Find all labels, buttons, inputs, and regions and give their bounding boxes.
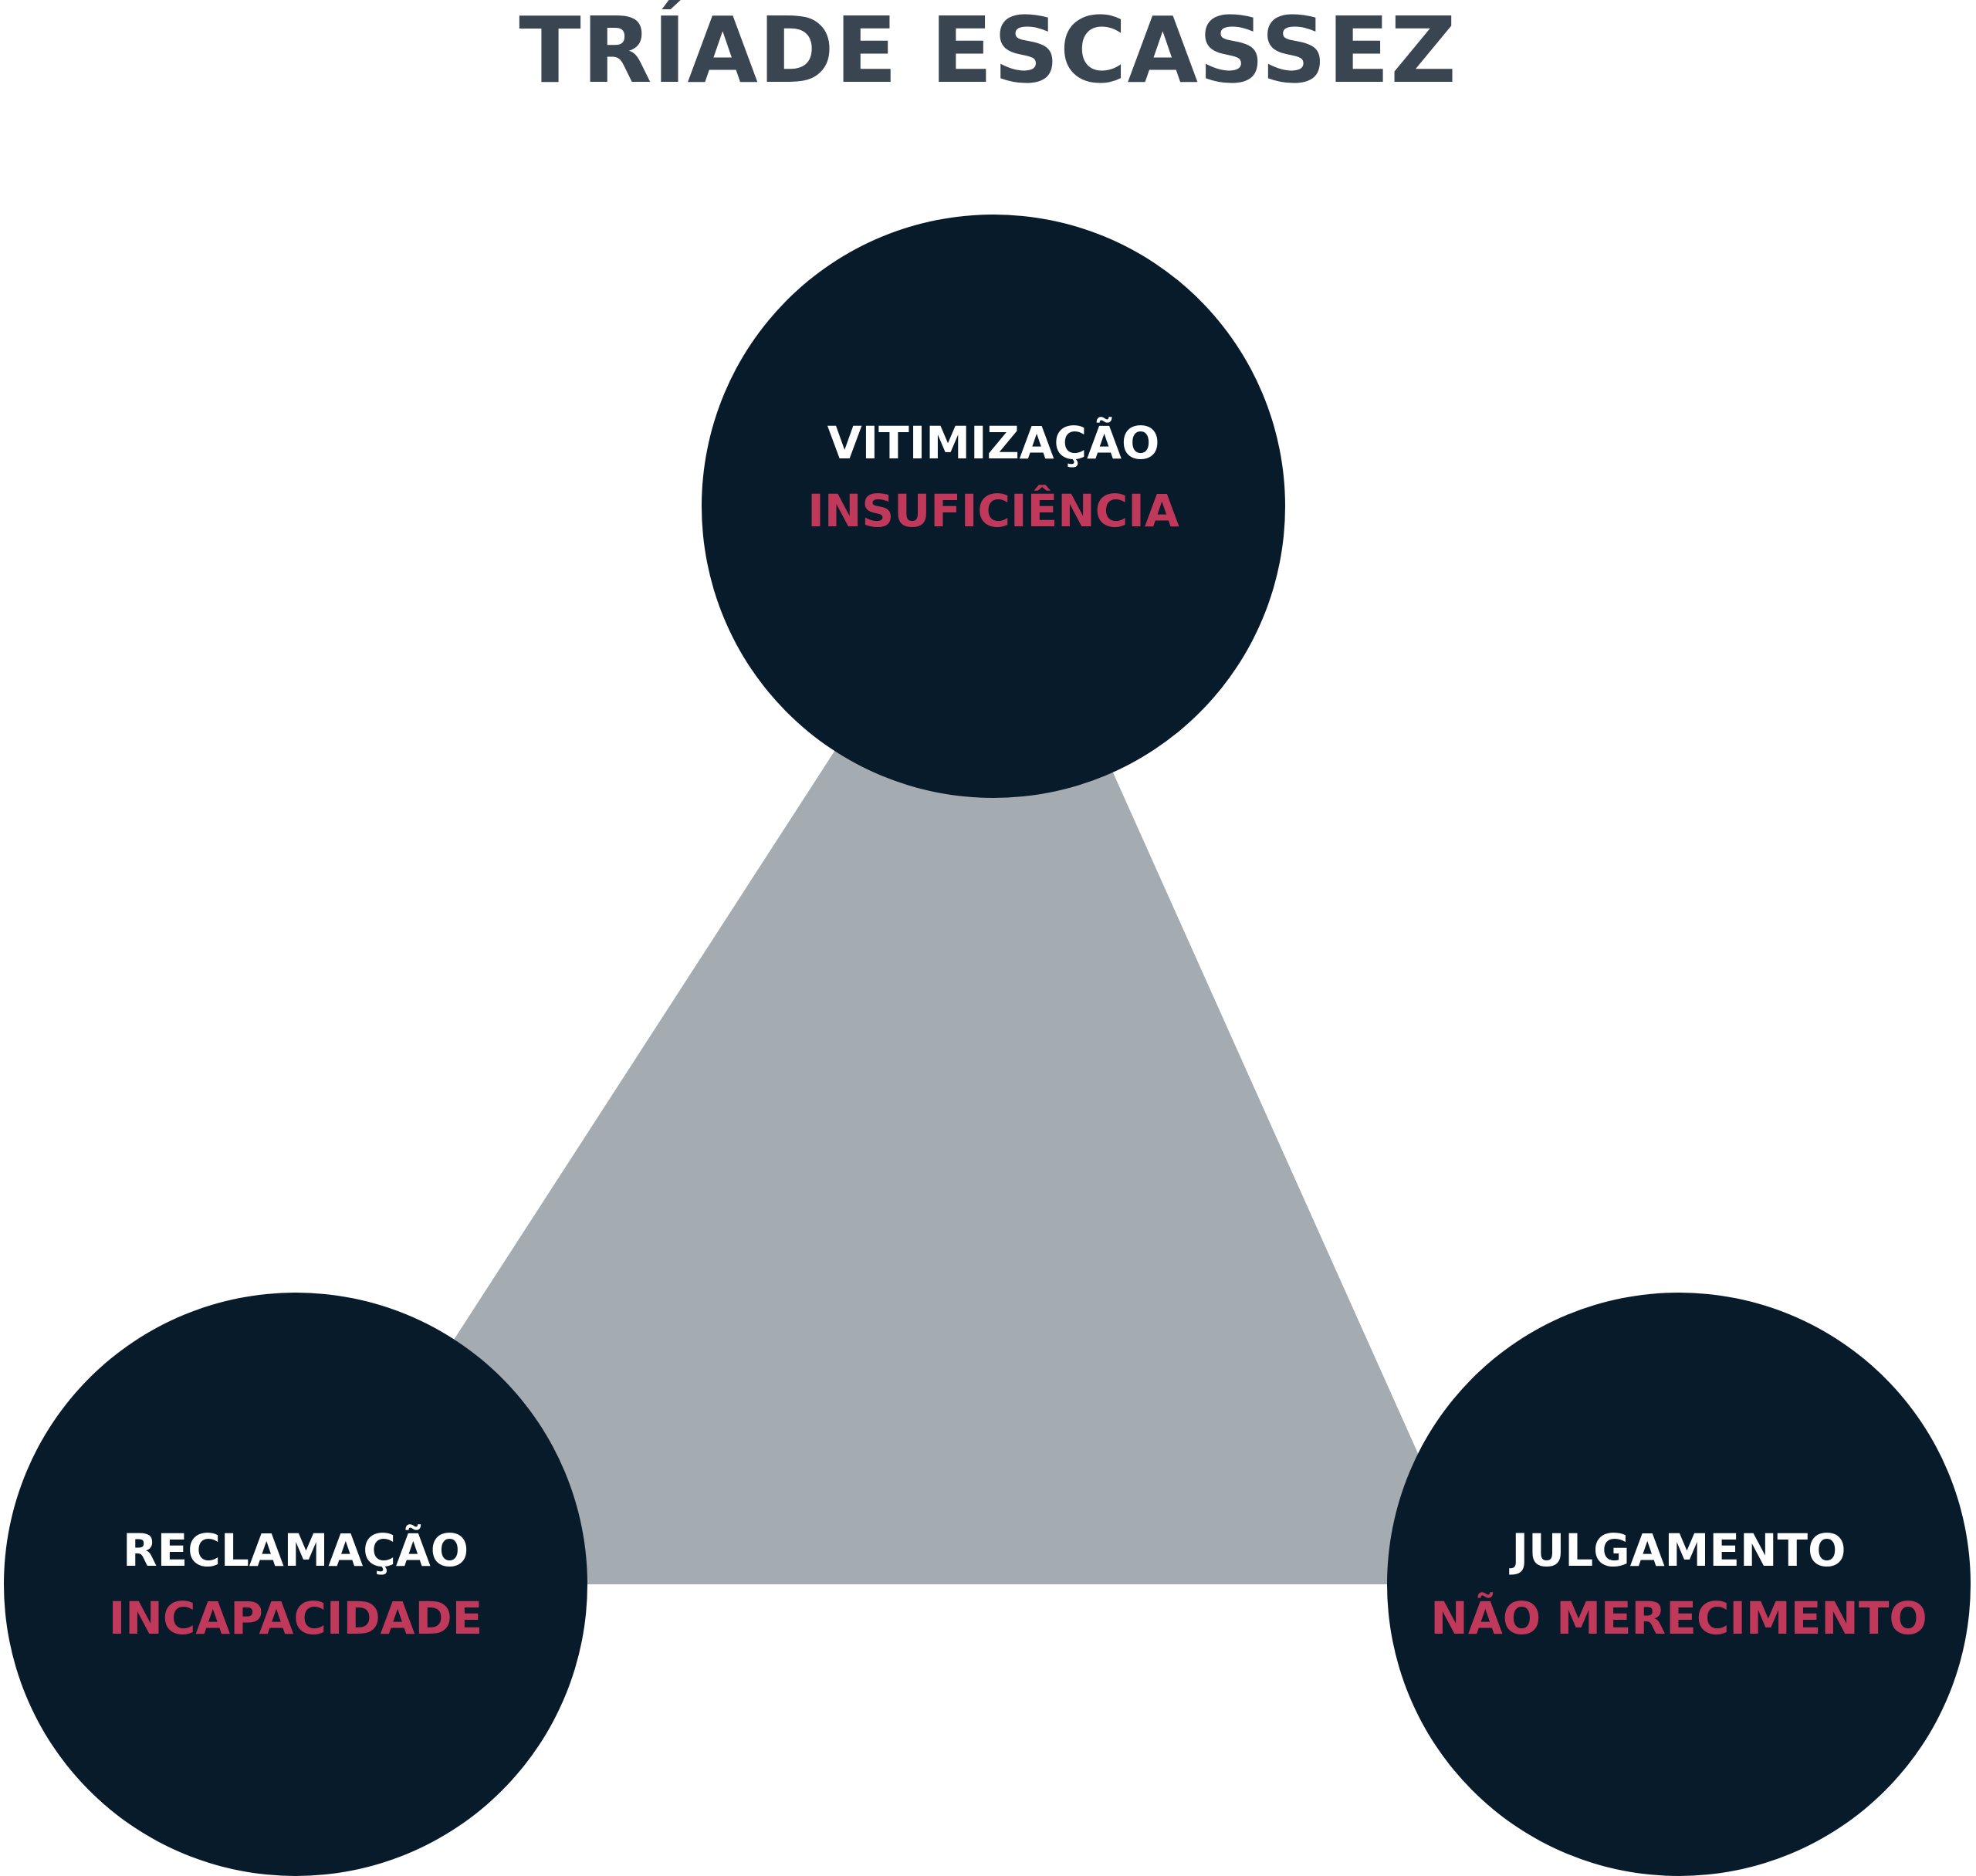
node-julgamento: JULGAMENTO NÃO MERECIMENTO [1387, 1293, 1971, 1876]
node-left-sublabel: INCAPACIDADE [108, 1592, 483, 1644]
node-right-sublabel: NÃO MERECIMENTO [1430, 1592, 1927, 1644]
diagram-title: TRÍADE ESCASSEZ [519, 0, 1457, 103]
node-top-sublabel: INSUFICIÊNCIA [807, 485, 1179, 537]
node-reclamacao: RECLAMAÇÃO INCAPACIDADE [4, 1293, 587, 1876]
node-vitimizacao: VITIMIZAÇÃO INSUFICIÊNCIA [702, 215, 1285, 798]
node-top-label: VITIMIZAÇÃO [827, 417, 1160, 469]
node-left-label: RECLAMAÇÃO [122, 1524, 469, 1577]
node-right-label: JULGAMENTO [1511, 1524, 1846, 1577]
